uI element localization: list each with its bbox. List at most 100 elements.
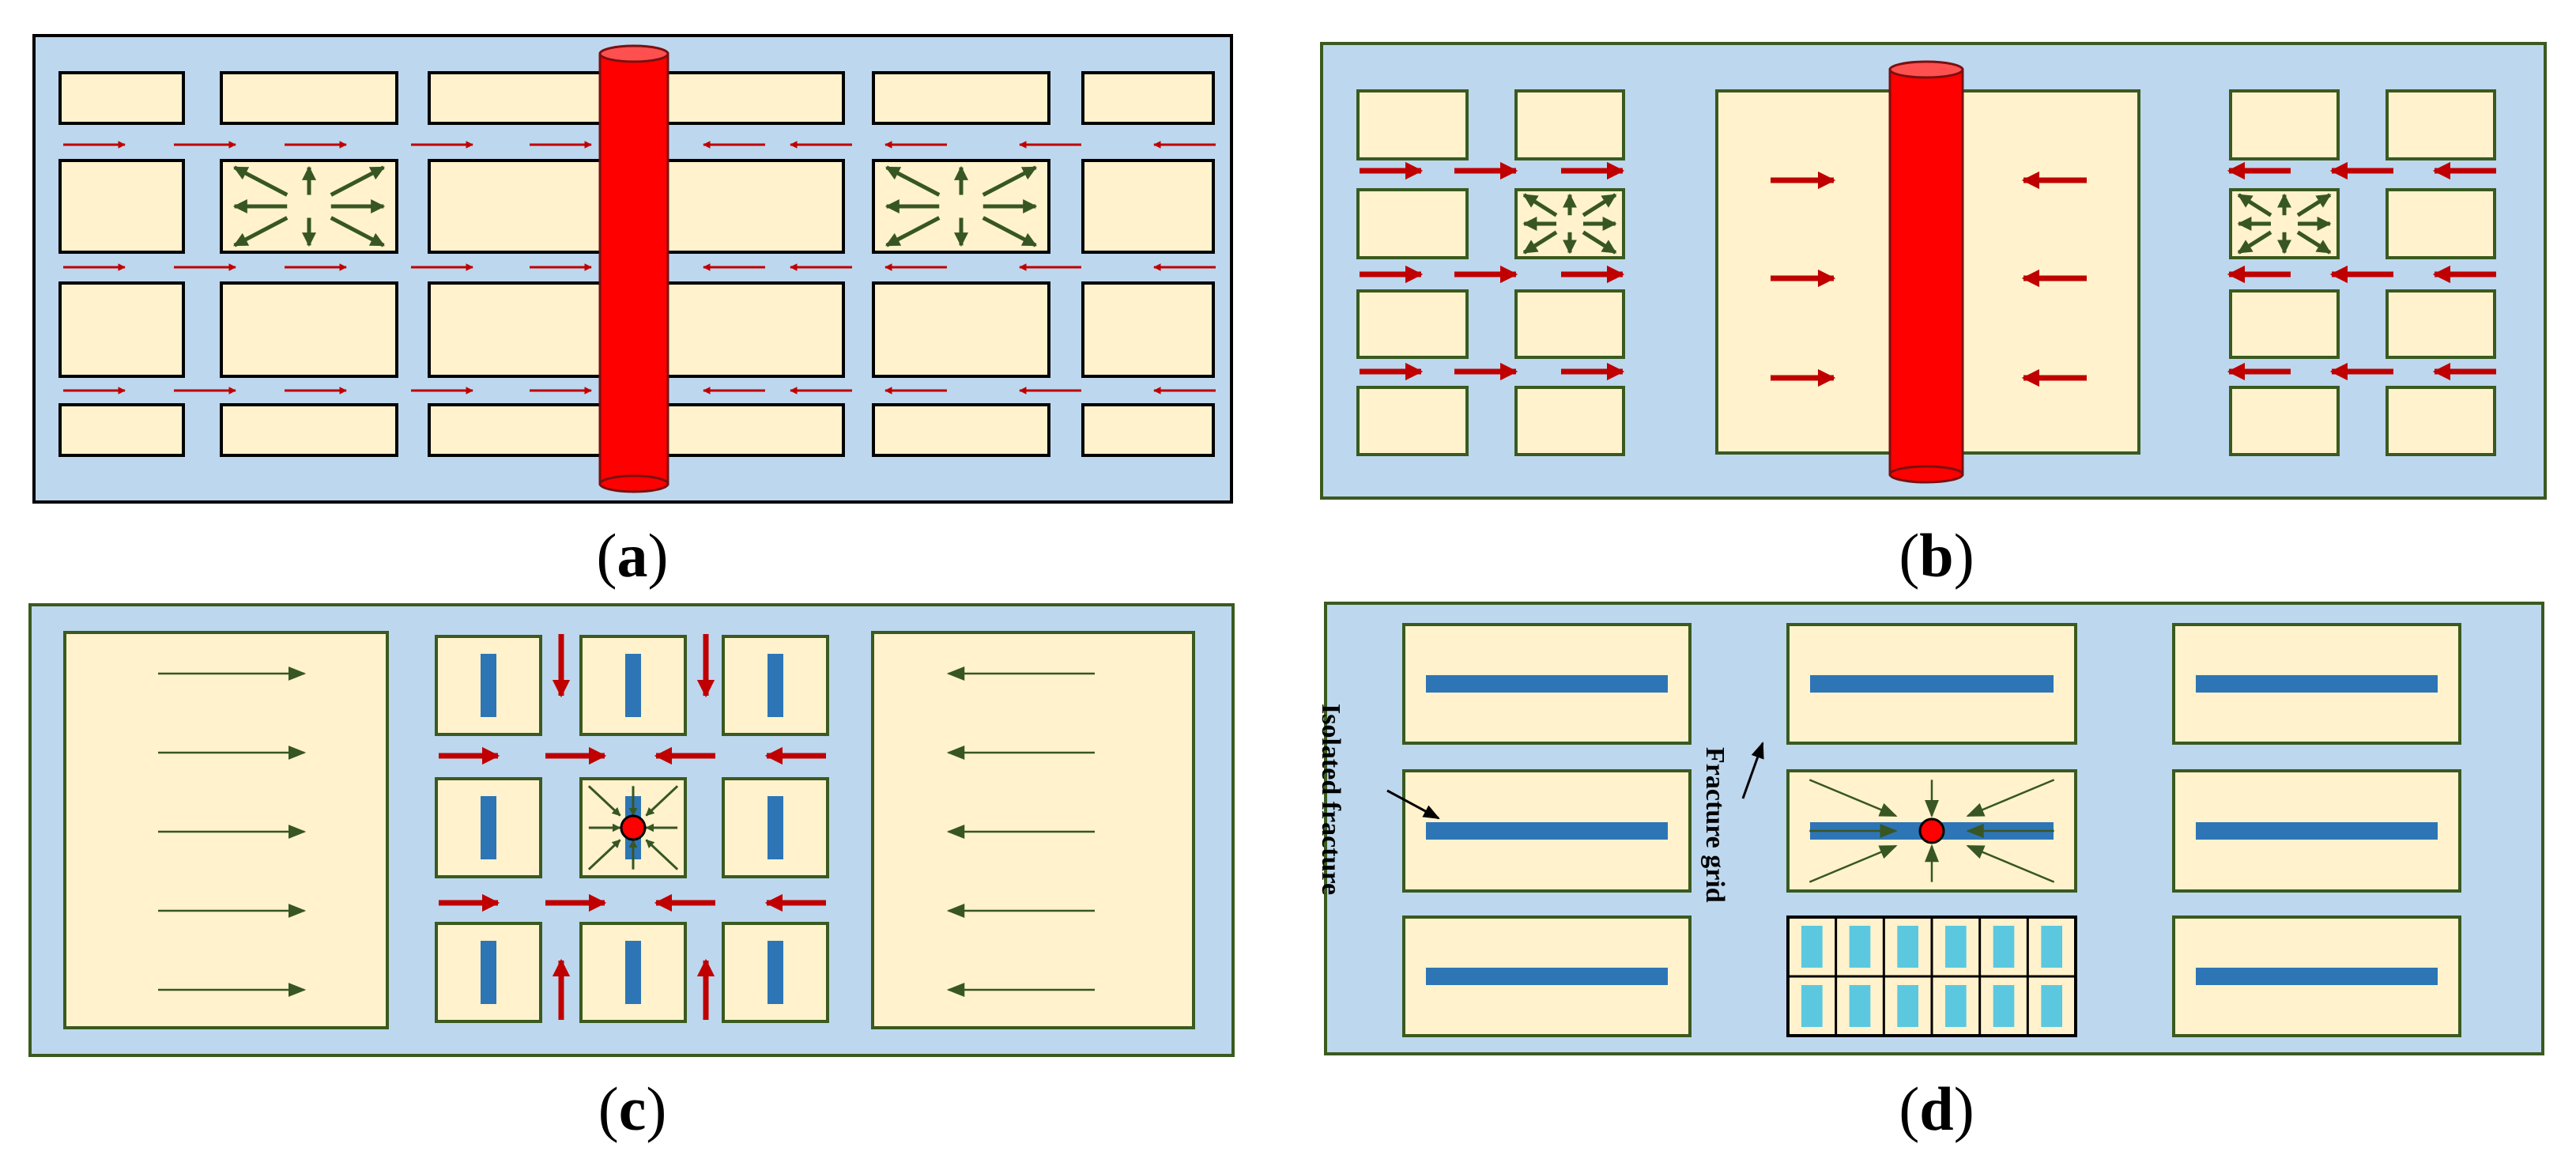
- isolated-fracture: [2196, 822, 2438, 840]
- left-matrix-region: [63, 631, 389, 1029]
- wellbore-top: [1888, 60, 1964, 79]
- grid-cell-fracture: [1993, 926, 2015, 968]
- drainage-arrow: [1522, 230, 1558, 255]
- hydraulic-fracture: [768, 796, 783, 859]
- matrix-block: [1356, 386, 1469, 456]
- caption-c: (c): [598, 1074, 667, 1143]
- drainage-arrow: [982, 216, 1037, 247]
- matrix-block: [220, 403, 398, 457]
- drainage-arrow: [885, 165, 941, 197]
- matrix-block: [58, 159, 185, 254]
- grid-cell-fracture: [1897, 985, 1918, 1027]
- drainage-arrow: [587, 785, 621, 817]
- matrix-block: [220, 281, 398, 378]
- drainage-arrow: [330, 216, 385, 247]
- isolated-fracture-pointer: [1386, 789, 1440, 820]
- grid-cell-fracture: [1993, 985, 2015, 1027]
- matrix-block: [1081, 159, 1215, 254]
- drainage-arrow: [885, 216, 941, 247]
- hydraulic-fracture: [481, 654, 496, 717]
- drainage-arrow: [233, 216, 289, 247]
- well-point: [620, 814, 647, 841]
- caption-b: (b): [1899, 521, 1974, 590]
- matrix-block: [1356, 289, 1469, 359]
- matrix-block: [2386, 289, 2496, 359]
- isolated-fracture: [2196, 675, 2438, 693]
- matrix-block: [872, 403, 1050, 457]
- drainage-arrow: [982, 165, 1037, 197]
- matrix-block: [220, 71, 398, 125]
- matrix-block: [872, 281, 1050, 378]
- drainage-arrow: [2237, 193, 2272, 217]
- panel-d: [1324, 602, 2544, 1055]
- matrix-block: [428, 403, 634, 457]
- drainage-arrow: [1966, 844, 2055, 883]
- fracture-grid-pointer: [1741, 742, 1764, 799]
- caption-d: (d): [1899, 1074, 1974, 1143]
- matrix-block: [2229, 386, 2340, 456]
- panel-a: [32, 34, 1233, 504]
- isolated-fracture-label: Isolated fracture: [1316, 704, 1345, 896]
- drainage-arrow: [233, 165, 289, 197]
- isolated-fracture: [1810, 675, 2054, 693]
- wellbore-bottom: [1888, 465, 1964, 484]
- wellbore-bottom: [598, 474, 669, 493]
- matrix-block: [2386, 386, 2496, 456]
- grid-cell-fracture: [2041, 985, 2062, 1027]
- wellbore: [598, 52, 669, 485]
- matrix-block: [1356, 89, 1469, 160]
- hydraulic-fracture: [481, 796, 496, 859]
- hydraulic-fracture: [625, 654, 641, 717]
- matrix-block: [872, 71, 1050, 125]
- right-matrix-region: [871, 631, 1195, 1029]
- drainage-arrow: [587, 839, 621, 870]
- matrix-block: [58, 403, 185, 457]
- matrix-block: [58, 71, 185, 125]
- panel-b: [1320, 42, 2547, 500]
- caption-a: (a): [596, 521, 669, 590]
- drainage-arrow: [1808, 844, 1898, 883]
- drainage-arrow: [1582, 193, 1617, 217]
- isolated-fracture: [2196, 968, 2438, 985]
- grid-cell-fracture: [1849, 926, 1871, 968]
- matrix-block: [2386, 89, 2496, 160]
- isolated-fracture: [1426, 968, 1668, 985]
- well-point: [1918, 817, 1945, 844]
- matrix-block: [664, 71, 845, 125]
- drainage-arrow: [1966, 779, 2055, 817]
- matrix-block: [2229, 289, 2340, 359]
- drainage-arrow: [1582, 230, 1617, 255]
- drainage-arrow: [645, 785, 679, 817]
- hydraulic-fracture: [625, 941, 641, 1004]
- wellbore: [1888, 68, 1964, 476]
- grid-cell-fracture: [1801, 985, 1823, 1027]
- drainage-arrow: [2237, 230, 2272, 255]
- hydraulic-fracture: [768, 941, 783, 1004]
- matrix-block: [1081, 281, 1215, 378]
- matrix-block: [1514, 386, 1625, 456]
- wellbore-top: [598, 44, 669, 63]
- grid-cell-fracture: [1801, 926, 1823, 968]
- matrix-block: [428, 281, 634, 378]
- grid-cell-fracture: [1849, 985, 1871, 1027]
- drainage-arrow: [330, 165, 385, 197]
- matrix-block: [664, 281, 845, 378]
- matrix-block: [1081, 403, 1215, 457]
- grid-cell-fracture: [1945, 985, 1967, 1027]
- matrix-block: [428, 71, 634, 125]
- matrix-block: [2386, 188, 2496, 259]
- isolated-fracture: [1426, 822, 1668, 840]
- matrix-block: [1514, 89, 1625, 160]
- matrix-block: [664, 159, 845, 254]
- matrix-block: [1514, 289, 1625, 359]
- matrix-block: [2229, 89, 2340, 160]
- drainage-arrow: [1522, 193, 1558, 217]
- hydraulic-fracture: [768, 654, 783, 717]
- drainage-arrow: [645, 839, 679, 870]
- grid-cell-fracture: [1897, 926, 1918, 968]
- drainage-arrow: [1808, 779, 1898, 817]
- matrix-block: [1081, 71, 1215, 125]
- fracture-grid-label: Fracture grid: [1700, 747, 1729, 903]
- isolated-fracture: [1426, 675, 1668, 693]
